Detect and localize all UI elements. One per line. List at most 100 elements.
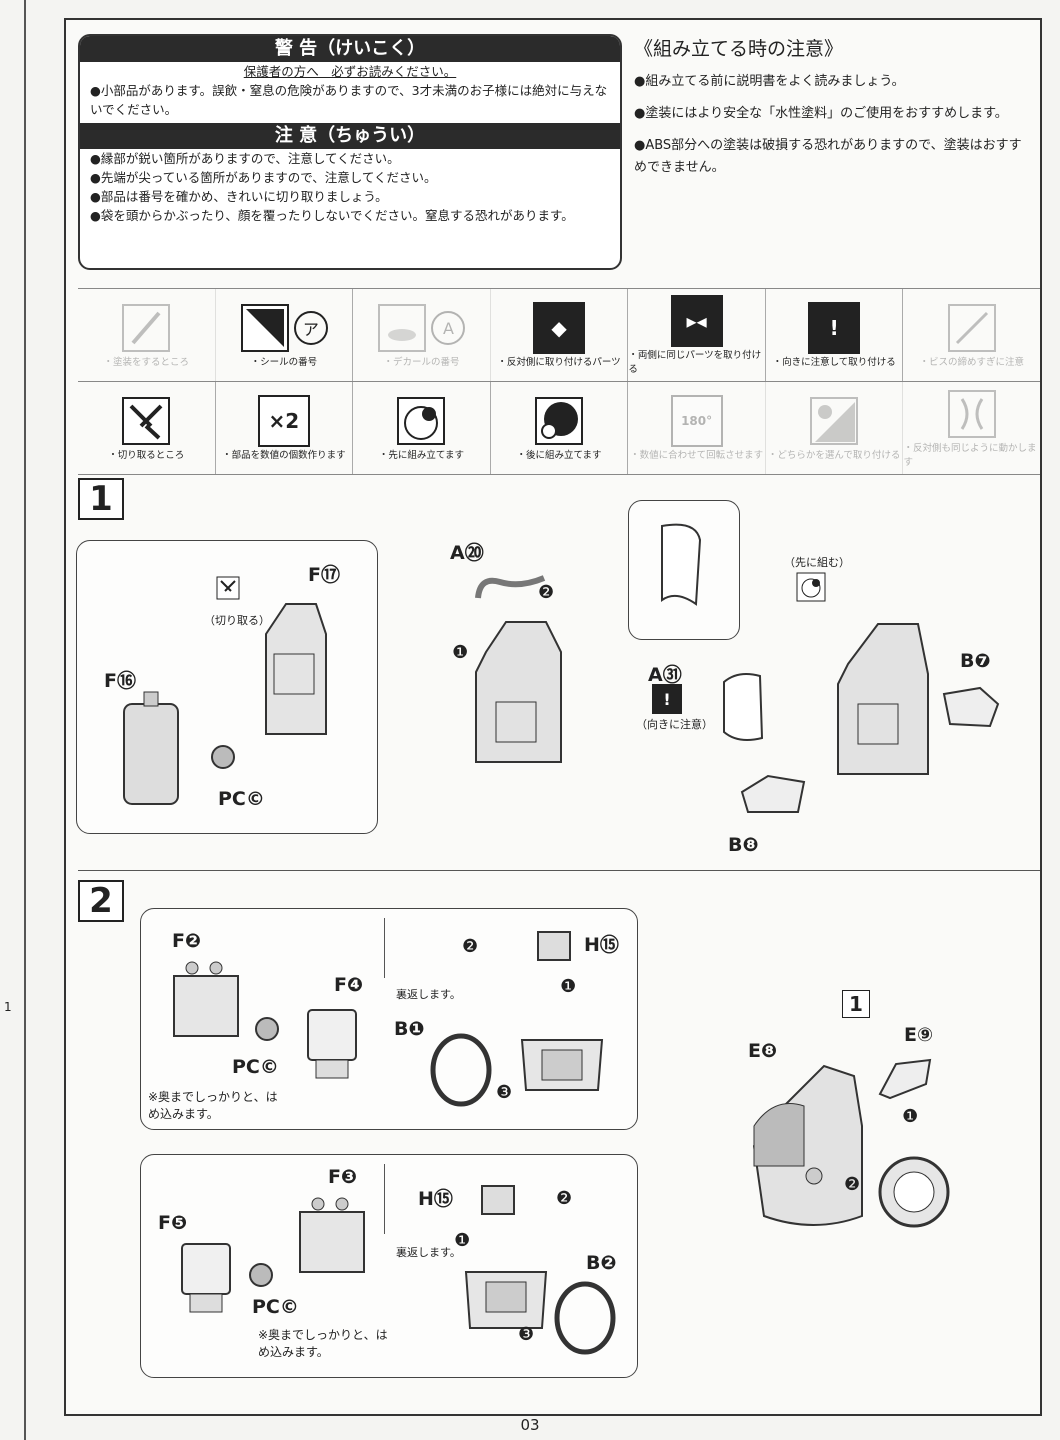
waist-module [878,1156,950,1228]
step-arrow: ❶ [454,1230,471,1251]
part-label-pc: PC© [252,1296,299,1318]
legend-label: ・反対側も同じように動かします [903,443,1037,468]
legend-item-move: ・反対側も同じように動かします [903,382,1040,474]
legend-item-paint: ・塗装をするところ [78,289,216,381]
polycap-part [249,1263,273,1287]
left-page-number: 1 [4,1000,12,1014]
part-label-f16: F⑯ [104,670,136,692]
step-number: 1 [78,478,124,520]
legend-item-screw: ・ビスの締めすぎに注意 [903,289,1040,381]
legend-item-both: ▸◂ ・両側に同じパーツを取り付ける [628,289,766,381]
legend-label: ・シールの番号 [250,357,318,368]
legend-label: ・デカールの番号 [383,357,460,368]
legend-item-multiply: ×2 ・部品を数値の個数作ります [216,382,354,474]
sticker-letter: ア [293,311,328,345]
part-label-f17: F⑰ [308,564,340,586]
step-arrow: ❷ [538,582,555,603]
part-label-pc: PC© [232,1056,279,1078]
decal-letter: A [431,311,466,345]
hose-part [475,575,546,599]
caution-item: ●先端が尖っている箇所がありますので、注意してください。 [90,170,437,185]
armor-part-b8 [740,774,806,813]
screw-icon [947,304,996,352]
armor-part-b7 [942,686,1000,728]
part-label-h15: H⑮ [418,1188,453,1210]
legend-row: ・塗装をするところ ア ・シールの番号 A ・デカールの番号 ◆ ・反対側に取り… [78,289,1040,382]
cut-note: （切り取る） [204,614,270,627]
inset-separator [384,918,385,978]
torso-part-f2 [173,961,239,1037]
exclamation-icon: ! [808,302,861,354]
part-label-f5: F❺ [158,1212,188,1234]
assemble-first-icon [397,397,446,445]
press-note: ※奥までしっかりと、はめ込みます。 [258,1328,388,1359]
parent-note: 保護者の方へ 必ずお読みください。 [243,64,457,79]
legend-item-cut: ・切り取るところ [78,382,216,474]
brush-icon [122,304,171,352]
plate-part-f5 [181,1243,231,1313]
part-label-b1: B❶ [394,1018,425,1040]
caution-item: ●部品は番号を確かめ、きれいに切り取りましょう。 [90,189,388,204]
step-arrow: ❷ [556,1188,573,1209]
legend-label: ・部品を数値の個数作ります [222,450,346,461]
caution-item: ●縁部が鋭い箇所がありますので、注意してください。 [90,151,400,166]
armor-detail [661,523,702,606]
assembly-notes-title: 《組み立てる時の注意》 [634,38,844,60]
waist-assembly [464,1271,548,1329]
legend-label: ・ビスの締めすぎに注意 [919,357,1025,368]
part-label-h15: H⑮ [584,934,619,956]
move-both-icon [947,390,996,438]
legend-label: ・どちらかを選んで取り付ける [767,450,901,461]
exclamation-icon: ! [652,684,682,714]
part-label-pc: PC© [218,788,265,810]
manual-page: 警 告（けいこく） 保護者の方へ 必ずお読みください。 ●小部品があります。誤飲… [64,18,1042,1416]
flip-note: 裏返します。 [396,988,461,1001]
armor-part-e9 [878,1058,932,1100]
part-label-a31: A㉛ [648,664,682,686]
part-label-b2: B❷ [586,1252,617,1274]
legend-item-opposite: ◆ ・反対側に取り付けるパーツ [491,289,629,381]
caution-title: 注 意（ちゅうい） [80,123,620,149]
part-label-f3: F❸ [328,1166,358,1188]
assemble-later-icon [535,397,584,445]
torso-final-assembly [752,1064,863,1226]
step-arrow: ❸ [496,1082,513,1103]
legend-label: ・塗装をするところ [103,357,190,368]
assembly-note: ●ABS部分への塗装は破損する恐れがありますので、塗装はおすすめできません。 [634,138,1022,175]
caution-item: ●袋を頭からかぶったり、顔を覆ったりしないでください。窒息する恐れがあります。 [90,208,574,223]
joint-part-h15 [537,931,571,961]
assemble-first-note: （先に組む） [784,556,850,569]
decal-icon [378,304,427,352]
waist-assembly [520,1039,604,1091]
step-arrow: ❶ [452,642,469,663]
legend-item-rotate: 180° ・数値に合わせて回転させます [628,382,766,474]
torso-assembly [837,623,929,775]
assembly-note: ●組み立てる前に説明書をよく読みましょう。 [634,74,905,89]
rotate-icon: 180° [670,395,723,447]
step-arrow: ❶ [902,1106,919,1127]
part-label-e9: E⑨ [904,1024,934,1046]
step-arrow: ❷ [462,936,479,957]
joint-part-h15 [481,1185,515,1215]
torso-assembly [475,621,562,763]
page-number: 03 [520,1416,540,1434]
press-note: ※奥までしっかりと、はめ込みます。 [148,1090,278,1121]
part-label-f2: F❷ [172,930,202,952]
flip-note: 裏返します。 [396,1246,461,1259]
assembly-notes: 《組み立てる時の注意》 ●組み立てる前に説明書をよく読みましょう。 ●塗装にはよ… [634,34,1030,189]
torso-part-f3 [299,1197,365,1273]
warning-title: 警 告（けいこく） [80,36,620,62]
plate-part-f4 [307,1009,357,1079]
nippers-icon [216,576,240,600]
legend-item-direction: ! ・向きに注意して取り付ける [766,289,904,381]
choose-one-icon [810,397,859,445]
sticker-icon [240,304,289,352]
part-label-e8: E❽ [748,1040,778,1062]
legend-label: ・両側に同じパーツを取り付ける [628,350,762,375]
polycap-part [211,745,235,769]
opposite-side-icon: ◆ [533,302,586,354]
step-arrow: ❶ [560,976,577,997]
legend-row: ・切り取るところ ×2 ・部品を数値の個数作ります ・先に組み立てます ・後に組… [78,382,1040,475]
nippers-icon [122,397,171,445]
symbol-legend: ・塗装をするところ ア ・シールの番号 A ・デカールの番号 ◆ ・反対側に取り… [78,288,1040,475]
